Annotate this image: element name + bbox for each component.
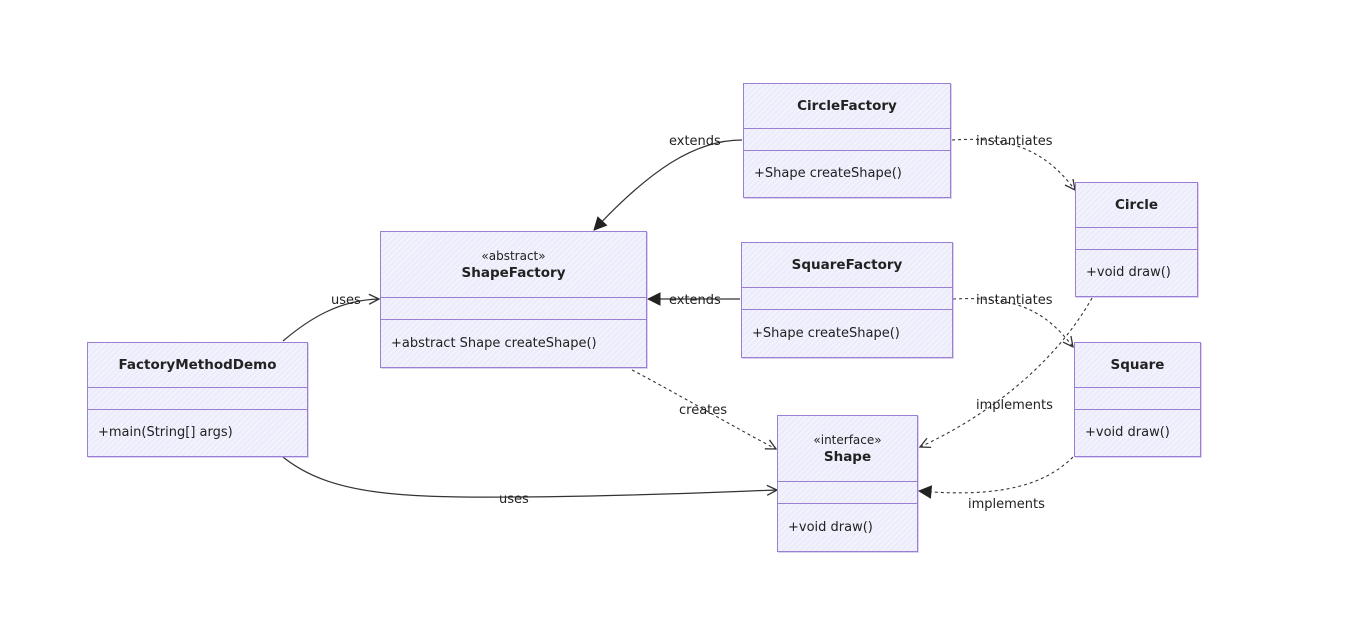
class-header: FactoryMethodDemo — [88, 343, 307, 388]
class-fields — [744, 128, 950, 151]
edge-factory-creates — [631, 369, 776, 449]
class-methods: +main(String[] args) — [88, 409, 307, 456]
method-draw: +void draw() — [1086, 265, 1171, 280]
class-fields — [88, 387, 307, 410]
class-methods: +Shape createShape() — [744, 150, 950, 197]
method-main: +main(String[] args) — [98, 425, 233, 440]
edge-square-implements — [919, 456, 1074, 493]
label-square-instantiates: instantiates — [976, 293, 1053, 308]
class-header: SquareFactory — [742, 243, 952, 288]
edge-circle-extends — [594, 139, 743, 230]
class-methods: +void draw() — [778, 503, 917, 551]
stereotype-interface: «interface» — [813, 432, 882, 447]
label-circle-extends: extends — [669, 134, 721, 149]
edge-demo-uses-shape — [282, 456, 777, 498]
edge-circle-instantiates — [951, 138, 1075, 190]
stereotype-abstract: «abstract» — [481, 248, 546, 263]
class-name: CircleFactory — [797, 98, 897, 114]
class-methods: +void draw() — [1075, 409, 1200, 456]
class-circle-factory[interactable]: CircleFactory +Shape createShape() — [743, 83, 951, 198]
label-demo-uses-factory: uses — [331, 293, 361, 308]
class-fields — [1076, 227, 1197, 250]
class-methods: +abstract Shape createShape() — [381, 319, 646, 367]
class-header: Square — [1075, 343, 1200, 388]
class-circle[interactable]: Circle +void draw() — [1075, 182, 1198, 297]
class-name: SquareFactory — [791, 257, 903, 273]
class-name: ShapeFactory — [461, 264, 566, 281]
class-header: «abstract» ShapeFactory — [381, 232, 646, 298]
edge-demo-uses-factory — [282, 299, 379, 342]
method-create-shape: +Shape createShape() — [752, 325, 900, 341]
label-factory-creates: creates — [679, 403, 727, 418]
class-square[interactable]: Square +void draw() — [1074, 342, 1201, 457]
method-create-shape: +Shape createShape() — [754, 166, 902, 181]
class-fields — [778, 481, 917, 504]
class-header: CircleFactory — [744, 84, 950, 129]
class-factory-method-demo[interactable]: FactoryMethodDemo +main(String[] args) — [87, 342, 308, 457]
edge-circle-implements — [920, 297, 1093, 447]
class-shape[interactable]: «interface» Shape +void draw() — [777, 415, 918, 552]
class-header: «interface» Shape — [778, 416, 917, 482]
class-methods: +Shape createShape() — [742, 309, 952, 357]
label-demo-uses-shape: uses — [499, 492, 529, 507]
label-circle-instantiates: instantiates — [976, 134, 1053, 149]
edge-square-instantiates — [952, 298, 1073, 347]
label-square-extends: extends — [669, 293, 721, 308]
class-name: Shape — [823, 448, 872, 465]
class-name: FactoryMethodDemo — [118, 357, 277, 373]
class-fields — [381, 297, 646, 320]
class-methods: +void draw() — [1076, 249, 1197, 296]
class-name: Square — [1110, 357, 1165, 373]
method-draw: +void draw() — [788, 519, 873, 535]
class-name: Circle — [1115, 197, 1158, 213]
method-draw: +void draw() — [1085, 425, 1170, 440]
class-header: Circle — [1076, 183, 1197, 228]
class-square-factory[interactable]: SquareFactory +Shape createShape() — [741, 242, 953, 358]
class-fields — [742, 287, 952, 310]
label-square-implements: implements — [968, 497, 1045, 512]
method-create-shape: +abstract Shape createShape() — [391, 335, 597, 351]
class-fields — [1075, 387, 1200, 410]
class-shape-factory[interactable]: «abstract» ShapeFactory +abstract Shape … — [380, 231, 647, 368]
label-circle-implements: implements — [976, 398, 1053, 413]
